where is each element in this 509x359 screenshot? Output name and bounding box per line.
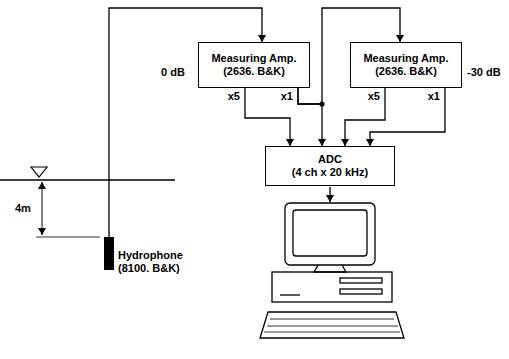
node-title: Measuring Amp. [363, 52, 448, 65]
gain-label: -30 dB [466, 66, 502, 79]
signal-line [345, 88, 385, 146]
screen [293, 210, 367, 256]
monitor [285, 203, 375, 265]
gain-factor-label: x5 [367, 90, 381, 103]
keyboard [260, 312, 404, 338]
dimension-tick [36, 237, 100, 238]
data-arrow [329, 187, 330, 202]
gain-factor-label: x5 [227, 90, 241, 103]
node-subtitle: (8100. B&K) [118, 262, 183, 275]
computer-illustration [260, 203, 404, 338]
node-title: ADC [318, 153, 342, 166]
gain-factor-label: x1 [427, 90, 441, 103]
depth-label: 4m [14, 202, 32, 215]
drive-slot [340, 278, 382, 283]
key-row [264, 332, 400, 333]
node-subtitle: (2636. B&K) [223, 65, 285, 78]
hydrophone-caption: Hydrophone(8100. B&K) [118, 249, 183, 275]
key-row [270, 319, 394, 320]
node-title: Measuring Amp. [211, 52, 296, 65]
water-surface [0, 179, 175, 180]
drive-slot [340, 289, 382, 294]
node-title: Hydrophone [118, 249, 183, 262]
water-level-symbol [31, 167, 47, 177]
gain-label: 0 dB [160, 66, 186, 79]
panel-line [280, 294, 300, 295]
amplifier-box: Measuring Amp.(2636. B&K) [198, 42, 310, 88]
signal-line [298, 88, 322, 146]
monitor-stand [314, 265, 346, 272]
depth-dimension [42, 182, 43, 235]
node-subtitle: (4 ch x 20 kHz) [292, 166, 368, 179]
gain-factor-label: x1 [280, 90, 294, 103]
node-subtitle: (2636. B&K) [375, 65, 437, 78]
key-row [267, 326, 398, 327]
hydrophone: Hydrophone(8100. B&K) [104, 237, 114, 270]
adc-box: ADC(4 ch x 20 kHz) [265, 146, 395, 186]
signal-line [370, 88, 445, 146]
amplifier-box: Measuring Amp.(2636. B&K) [350, 42, 462, 88]
system-unit [272, 272, 392, 302]
